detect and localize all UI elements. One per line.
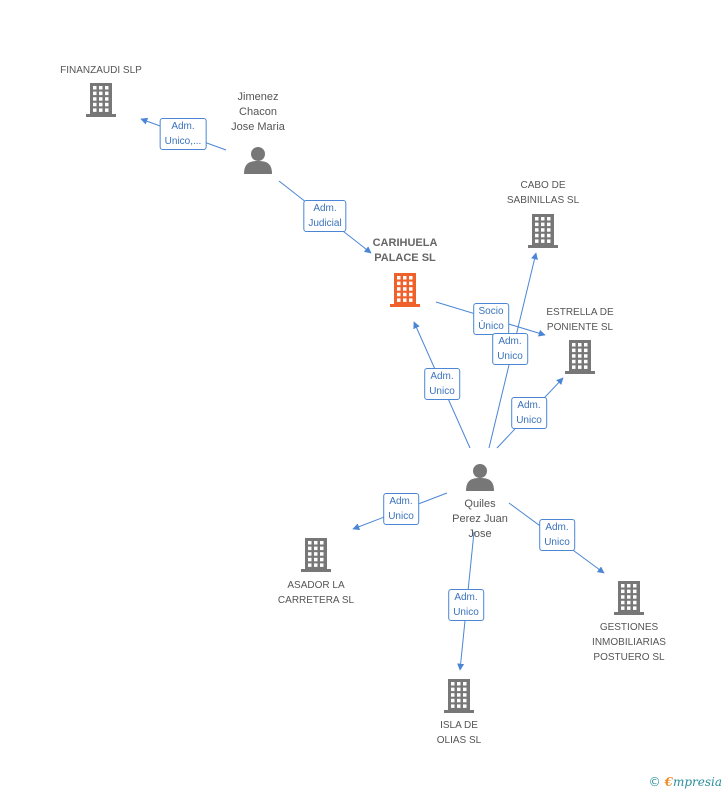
node-label-estrella[interactable]: ESTRELLA DE PONIENTE SL bbox=[546, 307, 614, 333]
edge-label-carihuela-estrella[interactable]: Socio Único bbox=[473, 303, 509, 335]
building-icon-isla[interactable] bbox=[444, 679, 474, 713]
edge-label-quiles-isla[interactable]: Adm. Unico bbox=[448, 589, 484, 621]
building-icon-carihuela[interactable] bbox=[390, 273, 420, 307]
node-label-jimenez[interactable]: Jimenez Chacon Jose Maria bbox=[231, 91, 285, 133]
building-icon-cabo[interactable] bbox=[528, 214, 558, 248]
brand-initial: € bbox=[664, 775, 673, 789]
person-icon-jimenez[interactable] bbox=[244, 147, 272, 174]
node-label-isla[interactable]: ISLA DE OLIAS SL bbox=[436, 720, 482, 746]
edge-label-jimenez-carihuela[interactable]: Adm. Judicial bbox=[303, 200, 347, 232]
empresia-watermark: ©€mpresia bbox=[649, 775, 722, 789]
edge-label-quiles-gestiones[interactable]: Adm. Unico bbox=[539, 519, 575, 551]
person-icon-quiles[interactable] bbox=[466, 464, 494, 491]
edge-label-quiles-cabo[interactable]: Adm. Unico bbox=[492, 333, 528, 365]
building-icon-gestiones[interactable] bbox=[614, 581, 644, 615]
copyright-symbol: © bbox=[648, 775, 661, 789]
building-icon-estrella[interactable] bbox=[565, 340, 595, 374]
edge-label-quiles-carihuela[interactable]: Adm. Unico bbox=[424, 368, 460, 400]
building-icon-asador[interactable] bbox=[301, 538, 331, 572]
node-label-asador[interactable]: ASADOR LA CARRETERA SL bbox=[277, 580, 355, 606]
edge-label-quiles-estrella[interactable]: Adm. Unico bbox=[511, 397, 547, 429]
brand-name: mpresia bbox=[672, 775, 722, 789]
node-label-cabo[interactable]: CABO DE SABINILLAS SL bbox=[506, 180, 580, 206]
node-label-finanzaudi[interactable]: FINANZAUDI SLP bbox=[60, 65, 142, 76]
node-label-gestiones[interactable]: GESTIONES INMOBILIARIAS POSTUERO SL bbox=[592, 622, 666, 663]
edge-label-jimenez-finanzaudi[interactable]: Adm. Unico,... bbox=[159, 118, 207, 150]
node-label-carihuela[interactable]: CARIHUELA PALACE SL bbox=[372, 237, 438, 264]
node-label-quiles[interactable]: Quiles Perez Juan Jose bbox=[452, 498, 508, 540]
building-icon-finanzaudi[interactable] bbox=[86, 83, 116, 117]
edge-label-quiles-asador[interactable]: Adm. Unico bbox=[383, 493, 419, 525]
